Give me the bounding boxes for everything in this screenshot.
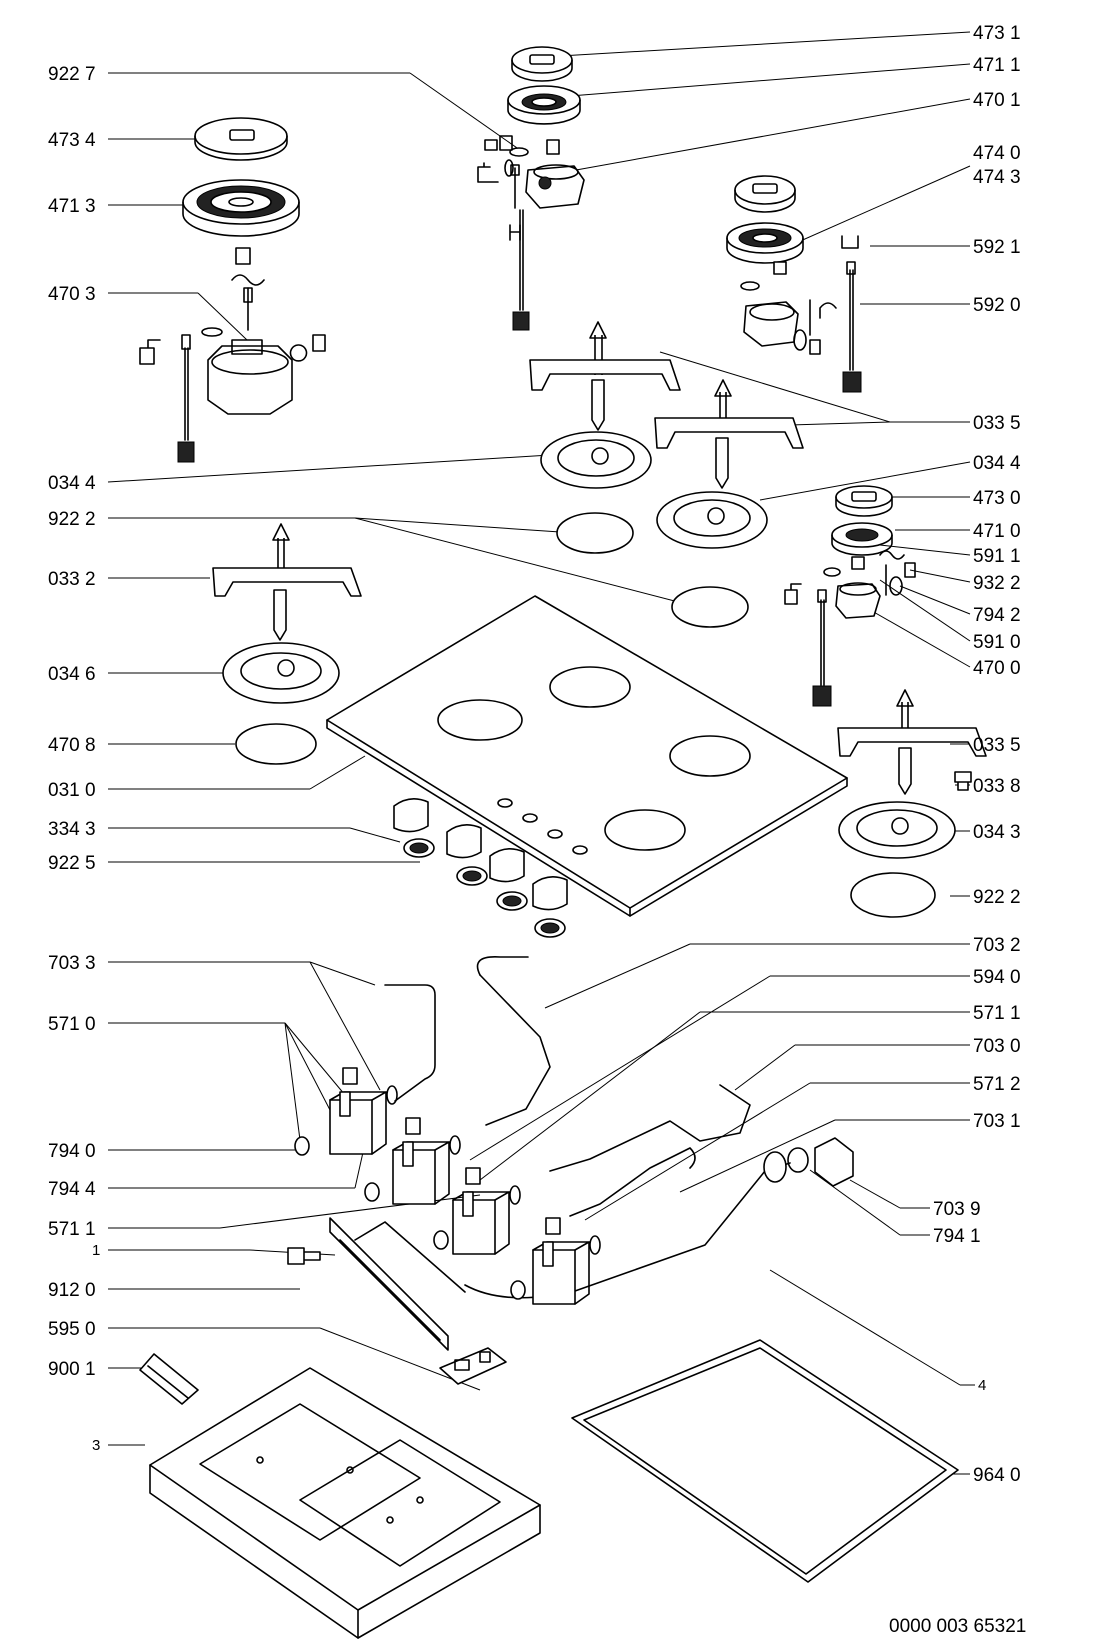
label-7941: 794 1 — [933, 1226, 981, 1247]
label-5921: 592 1 — [973, 237, 1021, 258]
label-9322: 932 2 — [973, 573, 1021, 594]
gas-valves — [294, 1067, 601, 1305]
top-left-burner — [139, 117, 326, 463]
label-7942: 794 2 — [973, 605, 1021, 626]
label-5712: 571 2 — [973, 1074, 1021, 1095]
label-5940: 594 0 — [973, 967, 1021, 988]
label-7033: 703 3 — [48, 953, 96, 974]
label-4740: 474 0 — [973, 143, 1021, 164]
label-9222-b: 922 2 — [973, 887, 1021, 908]
pan-support-left — [212, 523, 362, 641]
label-5711-a: 571 1 — [973, 1003, 1021, 1024]
pan-support-mid — [654, 379, 804, 489]
label-7030: 703 0 — [973, 1036, 1021, 1057]
label-5910: 591 0 — [973, 632, 1021, 653]
label-4710: 471 0 — [973, 521, 1021, 542]
label-9640: 964 0 — [973, 1465, 1021, 1486]
spill-rings — [222, 431, 956, 918]
label-4: 4 — [978, 1377, 986, 1394]
label-7940: 794 0 — [48, 1141, 96, 1162]
hob-seal-gasket — [571, 1339, 959, 1583]
label-0338: 033 8 — [973, 776, 1021, 797]
right-middle-burner — [784, 485, 916, 707]
label-7031: 703 1 — [973, 1111, 1021, 1132]
top-centre-burner — [477, 46, 585, 331]
drawing-number: 0000 003 65321 — [889, 1616, 1026, 1637]
label-4731: 473 1 — [973, 23, 1021, 44]
label-0335-a: 033 5 — [973, 413, 1021, 434]
bracket-and-fixings — [139, 1217, 507, 1405]
label-9001: 900 1 — [48, 1359, 96, 1380]
base-tray — [149, 1367, 541, 1639]
label-0344-a: 034 4 — [973, 453, 1021, 474]
label-9120: 912 0 — [48, 1280, 96, 1301]
control-knobs — [393, 798, 568, 938]
label-4700: 470 0 — [973, 658, 1021, 679]
label-0344-b: 034 4 — [48, 473, 96, 494]
label-1: 1 — [92, 1242, 100, 1259]
label-5911: 591 1 — [973, 546, 1021, 567]
label-4708: 470 8 — [48, 735, 96, 756]
label-4730: 473 0 — [973, 488, 1021, 509]
hob-top-plate — [326, 595, 848, 917]
label-9225: 922 5 — [48, 853, 96, 874]
label-7039: 703 9 — [933, 1199, 981, 1220]
pan-support-right — [837, 689, 987, 795]
label-5950: 595 0 — [48, 1319, 96, 1340]
pan-support-top — [529, 321, 681, 431]
label-4713: 471 3 — [48, 196, 96, 217]
part-labels: 473 1 471 1 470 1 922 7 473 4 474 0 474 … — [48, 23, 1026, 1637]
label-5920: 592 0 — [973, 295, 1021, 316]
label-9227: 922 7 — [48, 64, 96, 85]
label-4701: 470 1 — [973, 90, 1021, 111]
label-4703: 470 3 — [48, 284, 96, 305]
label-7032: 703 2 — [973, 935, 1021, 956]
label-0346: 034 6 — [48, 664, 96, 685]
gas-pipes — [354, 956, 854, 1299]
label-4711: 471 1 — [973, 55, 1021, 76]
label-5710: 571 0 — [48, 1014, 96, 1035]
top-right-burner — [726, 175, 862, 393]
label-7944: 794 4 — [48, 1179, 96, 1200]
label-4743: 474 3 — [973, 167, 1021, 188]
label-5711-b: 571 1 — [48, 1219, 96, 1240]
label-3: 3 — [92, 1437, 100, 1454]
label-3343: 334 3 — [48, 819, 96, 840]
leader-lines — [107, 31, 975, 1475]
label-0310: 031 0 — [48, 780, 96, 801]
label-9222-a: 922 2 — [48, 509, 96, 530]
label-4734: 473 4 — [48, 130, 96, 151]
label-0335-b: 033 5 — [973, 735, 1021, 756]
label-0343: 034 3 — [973, 822, 1021, 843]
label-0332: 033 2 — [48, 569, 96, 590]
